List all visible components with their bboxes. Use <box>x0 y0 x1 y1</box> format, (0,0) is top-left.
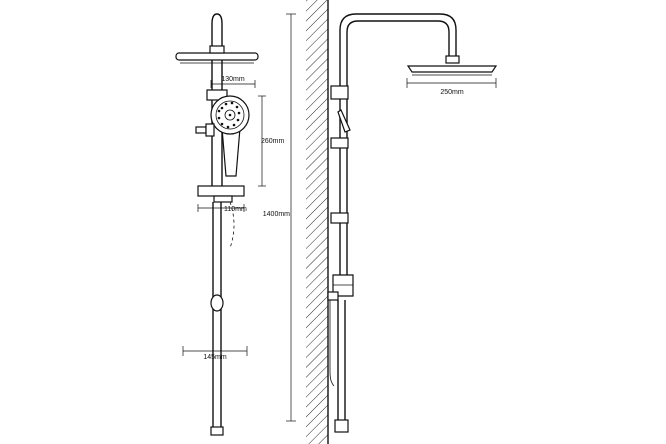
front-view <box>175 13 259 436</box>
side-diverter <box>332 274 354 297</box>
side-arm <box>339 13 457 86</box>
wall-hatch <box>306 0 328 444</box>
side-rain-head <box>406 65 498 73</box>
dim-total-height: 1400mm <box>262 13 296 422</box>
label-bracket-width: 110mm <box>224 206 247 213</box>
dim-handset-height: 260mm <box>258 95 285 187</box>
side-hose <box>329 300 335 387</box>
label-rail-spacing: 145mm <box>203 354 227 361</box>
front-handset-handle <box>221 127 241 177</box>
front-hose <box>229 201 235 249</box>
dim-bracket-width: 110mm <box>197 204 247 213</box>
front-upper-bracket <box>206 89 228 101</box>
front-head-connector <box>209 45 225 54</box>
side-head-connector <box>445 55 460 64</box>
dim-arm-width: 130mm <box>210 76 256 88</box>
front-lower-bracket <box>210 294 224 312</box>
front-arm <box>211 13 223 52</box>
label-handset-height: 260mm <box>261 138 285 145</box>
front-diverter <box>197 185 245 197</box>
label-arm-width: 130mm <box>221 76 245 83</box>
dim-rail-spacing: 145mm <box>182 346 248 361</box>
side-upper-bracket <box>330 85 349 100</box>
handset-nozzles <box>217 101 241 129</box>
front-slider-knob <box>195 126 207 134</box>
side-slider-bracket <box>330 212 349 224</box>
side-mid-bracket <box>330 137 349 149</box>
side-handset-holder <box>337 109 351 133</box>
side-bottom-connector <box>334 419 349 433</box>
front-bottom-connector <box>210 426 224 436</box>
label-total-height: 1400mm <box>263 211 290 218</box>
side-view <box>306 0 498 444</box>
dim-head-diameter: 250mm <box>406 78 497 96</box>
label-head-diameter: 250mm <box>440 89 464 96</box>
front-rain-head <box>175 52 259 61</box>
